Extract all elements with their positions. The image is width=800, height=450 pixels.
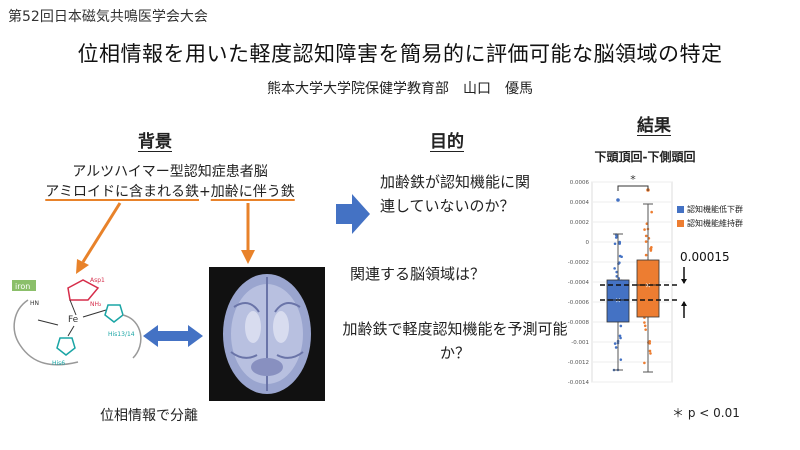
data-point (619, 324, 623, 328)
legend-swatch (677, 220, 684, 227)
fe-label: Fe (68, 315, 79, 325)
legend-label: 認知機能維持群 (687, 218, 743, 228)
significance-star: * (630, 173, 636, 186)
background-line-2: アミロイドに含まれる鉄+加齢に伴う鉄 (20, 181, 320, 201)
outlier-point (616, 198, 620, 202)
purpose-question-3: 加齢鉄で軽度認知機能を予測可能か？ (342, 320, 568, 362)
phase-caption: 位相情報で分離 (100, 408, 198, 424)
brain-mri-image (209, 267, 325, 401)
purpose-question-2: 関連する脳領域は？ (350, 265, 486, 283)
page-title: 位相情報を用いた軽度認知障害を簡易的に評価可能な脳領域の特定 (77, 42, 723, 66)
y-tick-label: -0.0006 (568, 300, 590, 306)
y-tick-label: 0.0002 (570, 220, 589, 226)
background-heading: 背景 (138, 132, 172, 152)
p-value-note: ＊ p < 0.01 (672, 406, 740, 420)
brain-slice (223, 274, 311, 394)
right-arrow-icon (336, 194, 370, 234)
author-affiliation: 熊本大学大学院保健学教育部 山口 優馬 (267, 81, 533, 97)
amyloid-arrow-line (81, 202, 122, 263)
box-1 (606, 279, 630, 323)
box-2 (636, 259, 660, 318)
y-tick-label: -0.0012 (568, 360, 589, 366)
data-point (644, 234, 648, 238)
y-tick-label: -0.0014 (568, 380, 590, 386)
plus-sign: + (199, 184, 211, 200)
legend-swatch (677, 206, 684, 213)
data-point (644, 253, 648, 257)
aging-iron-text: 加齢に伴う鉄 (210, 184, 295, 200)
data-point (648, 349, 652, 353)
data-point (614, 346, 618, 349)
data-point (643, 361, 646, 365)
y-tick-label: -0.001 (571, 340, 589, 346)
data-point (644, 328, 647, 331)
amyloid-arrow-head (76, 259, 89, 274)
svg-text:His6: His6 (52, 360, 65, 367)
purpose-question-1: 加齢鉄が認知機能に関連していないのか？ (380, 173, 531, 215)
data-point (643, 321, 646, 324)
data-point (618, 334, 622, 338)
y-tick-label: 0.0004 (570, 200, 590, 206)
y-tick-label: -0.0004 (568, 280, 590, 286)
y-tick-label: -0.0002 (568, 260, 589, 266)
data-point (620, 255, 623, 259)
data-point (648, 342, 652, 345)
data-point (618, 261, 621, 265)
diff-arrowhead-bottom (681, 301, 687, 306)
data-point (613, 242, 617, 246)
iron-molecule-diagram: iron Asp1 NH₂ Fe HN His6 His13/14 (12, 277, 142, 367)
y-tick-label: 0.0006 (570, 180, 590, 186)
svg-text:His13/14: His13/14 (108, 331, 135, 338)
data-point (615, 270, 618, 274)
double-arrow-icon (143, 325, 203, 347)
iron-tag (12, 280, 36, 291)
chart-title: 下頭頂回-下側頭回 (594, 150, 696, 164)
data-point (650, 210, 653, 214)
significance-bracket (617, 185, 649, 191)
iron-tag-label: iron (15, 282, 30, 291)
y-tick-label: 0 (586, 240, 590, 246)
data-point (619, 358, 623, 361)
background-line-1: アルツハイマー型認知症患者脳 (72, 164, 268, 180)
amyloid-iron-text: アミロイドに含まれる鉄 (45, 184, 199, 200)
data-point (619, 336, 622, 340)
data-point (615, 275, 619, 278)
y-tick-label: -0.0008 (568, 320, 590, 326)
aging-arrow-head (241, 250, 255, 264)
data-point (648, 339, 652, 343)
data-point (613, 267, 616, 270)
data-point (649, 249, 653, 252)
data-point (613, 342, 617, 345)
diff-arrowhead-top (681, 279, 687, 284)
data-point (649, 352, 652, 355)
data-point (650, 245, 653, 249)
svg-text:Asp1: Asp1 (90, 277, 105, 284)
results-heading: 結果 (637, 116, 671, 136)
data-point (643, 324, 647, 328)
svg-text:NH₂: NH₂ (90, 301, 102, 308)
purpose-heading: 目的 (430, 132, 464, 152)
data-point (643, 228, 646, 231)
difference-annotation: 0.00015 (680, 250, 730, 264)
box-plot-chart: 0.0006 0.0004 0.0002 0 -0.0002 -0.0004 -0.0006… (568, 173, 743, 386)
data-point (644, 240, 648, 243)
legend-label: 認知機能低下群 (687, 204, 743, 214)
data-point (618, 240, 622, 244)
svg-text:HN: HN (30, 300, 39, 307)
conference-name: 第52回日本磁気共鳴医学会大会 (8, 9, 208, 25)
